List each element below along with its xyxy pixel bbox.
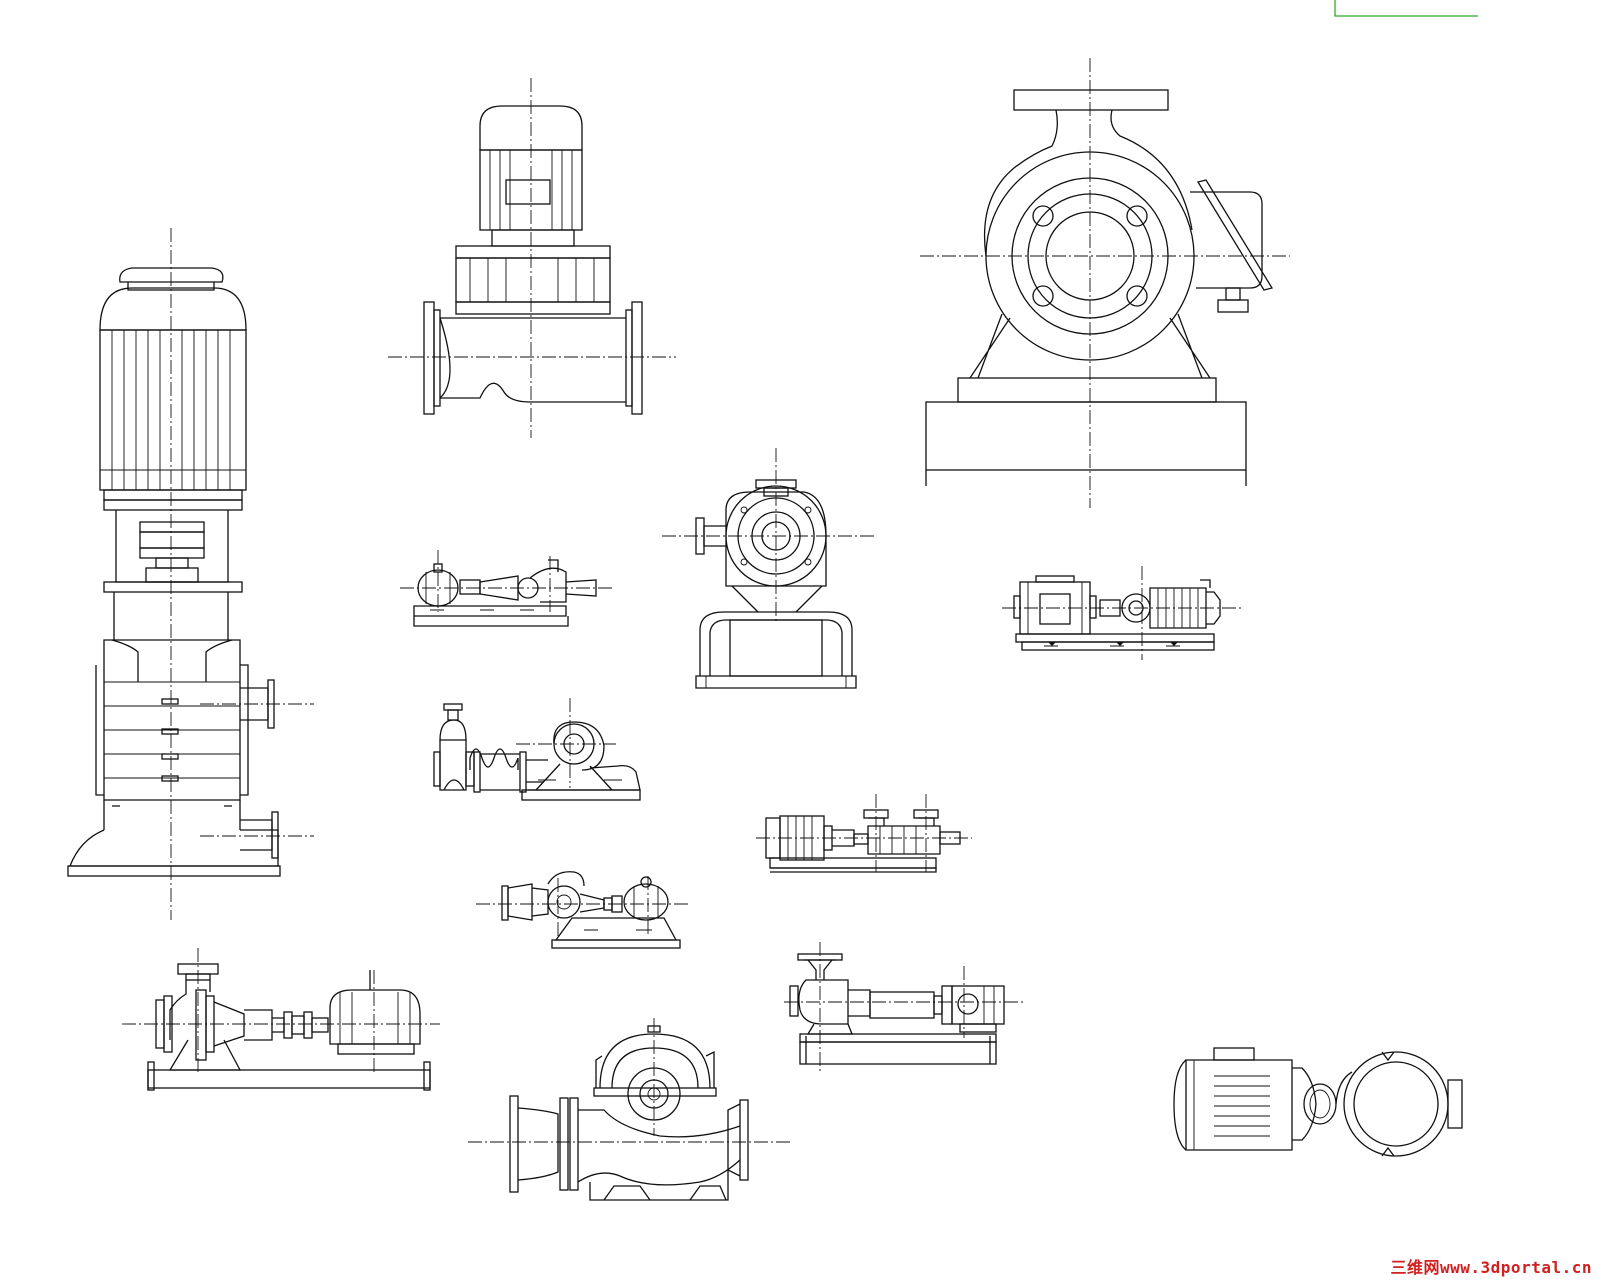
small-horizontal-pump-2 <box>476 871 690 949</box>
multistage-horizontal-pump <box>1002 566 1244 660</box>
small-horizontal-pump-1 <box>400 550 612 627</box>
watermark-site: www.3dportal.cn <box>1440 1258 1592 1277</box>
self-priming-pump <box>433 698 641 801</box>
watermark: 三维网www.3dportal.cn <box>1390 1254 1592 1278</box>
chemical-process-pump <box>784 942 1026 1074</box>
end-suction-pump-side-view <box>122 948 440 1091</box>
screw-pump <box>756 794 972 873</box>
split-case-pump <box>468 1018 790 1201</box>
volute-pump-front-view <box>662 448 874 689</box>
watermark-brand: 三维网 <box>1390 1258 1440 1277</box>
end-suction-pump-front-view <box>920 58 1290 508</box>
vertical-multistage-pump <box>67 228 314 920</box>
inline-pump <box>388 78 676 438</box>
selection-marker <box>1334 0 1478 17</box>
motor-pump-top-view <box>1173 1047 1463 1157</box>
